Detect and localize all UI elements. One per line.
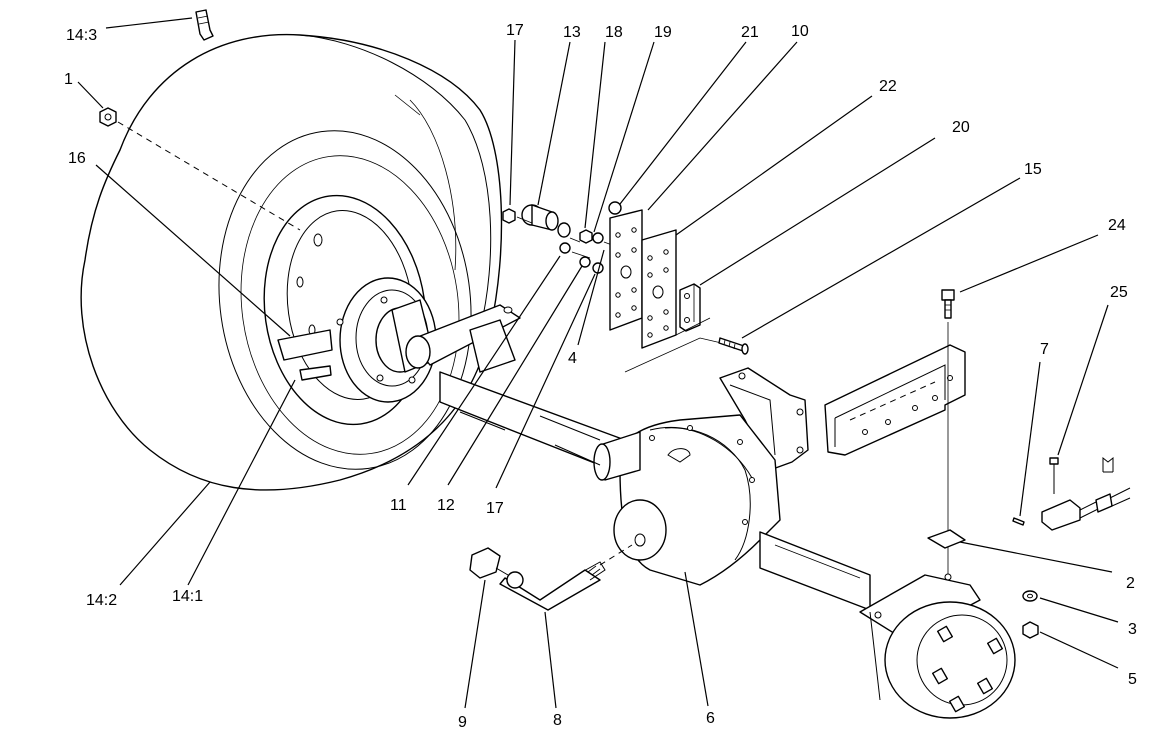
callout-17-top: 17 bbox=[506, 22, 524, 39]
callout-14-2: 14:2 bbox=[86, 592, 117, 609]
block-20 bbox=[679, 283, 701, 332]
callout-25: 25 bbox=[1110, 284, 1128, 301]
lug-centerline bbox=[117, 121, 301, 231]
valve-stem bbox=[195, 9, 214, 41]
callout-12: 12 bbox=[437, 497, 455, 514]
callout-24: 24 bbox=[1108, 217, 1126, 234]
callout-16: 16 bbox=[68, 150, 86, 167]
callout-5: 5 bbox=[1128, 671, 1137, 688]
clip-2 bbox=[927, 529, 966, 549]
brake-drum bbox=[859, 573, 1016, 719]
nut-5 bbox=[1022, 621, 1039, 639]
lug-nut bbox=[99, 107, 117, 127]
callout-7: 7 bbox=[1040, 341, 1049, 358]
callout-6: 6 bbox=[706, 710, 715, 727]
hardware-stack bbox=[502, 201, 622, 274]
callout-11: 11 bbox=[390, 497, 407, 514]
linkage bbox=[1012, 456, 1131, 531]
spindle-arm bbox=[405, 304, 521, 373]
callout-22: 22 bbox=[879, 78, 897, 95]
callout-17-bottom: 17 bbox=[486, 500, 504, 517]
callout-3: 3 bbox=[1128, 621, 1137, 638]
callout-2: 2 bbox=[1126, 575, 1135, 592]
callout-15: 15 bbox=[1024, 161, 1042, 178]
transaxle-housing bbox=[459, 367, 871, 611]
callout-4: 4 bbox=[568, 350, 577, 367]
plate-ref-line bbox=[675, 317, 711, 336]
callout-13: 13 bbox=[563, 24, 581, 41]
mounting-bracket bbox=[824, 344, 966, 456]
bolt-15 bbox=[718, 337, 749, 355]
callout-19: 19 bbox=[654, 24, 672, 41]
callout-8: 8 bbox=[553, 712, 562, 729]
leader-lines bbox=[77, 17, 1119, 709]
callout-9: 9 bbox=[458, 714, 467, 731]
valve-detail bbox=[299, 365, 332, 381]
tire-assembly bbox=[80, 33, 503, 491]
callout-14-1: 14:1 bbox=[172, 588, 203, 605]
callout-1: 1 bbox=[64, 71, 73, 88]
callout-14-3: 14:3 bbox=[66, 27, 97, 44]
callout-20: 20 bbox=[952, 119, 970, 136]
bolt-24 bbox=[941, 289, 955, 319]
wheel-weight bbox=[277, 329, 333, 361]
plate-10 bbox=[609, 209, 643, 331]
callout-10: 10 bbox=[791, 23, 809, 40]
callout-21: 21 bbox=[741, 24, 759, 41]
plate-ref-line-2 bbox=[624, 337, 731, 373]
callout-labels: 14:3 1 16 17 13 18 19 21 10 22 20 15 24 … bbox=[64, 22, 1137, 731]
shift-lever bbox=[499, 561, 606, 611]
callout-18: 18 bbox=[605, 24, 623, 41]
plate-22 bbox=[641, 229, 677, 349]
shift-knob bbox=[469, 547, 509, 579]
